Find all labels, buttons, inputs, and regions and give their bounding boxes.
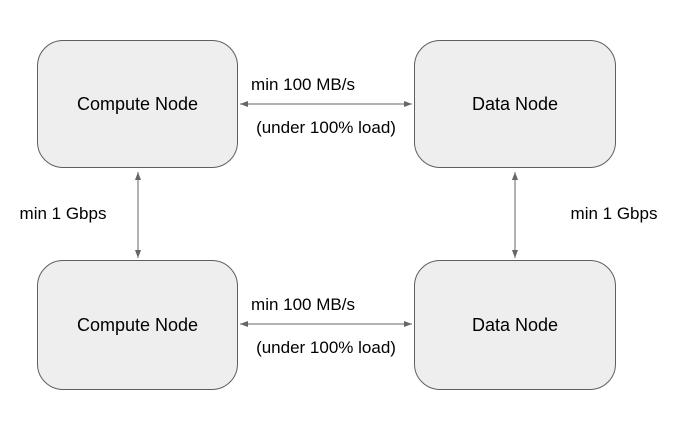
node-label: Compute Node (76, 93, 199, 114)
node-compute-bottom: Compute Node (37, 260, 238, 390)
edge-label-bottom-rate: min 100 MB/s (251, 295, 355, 314)
edge-label-left-rate: min 1 Gbps (19, 204, 107, 223)
node-compute-top: Compute Node (37, 40, 238, 168)
node-label: Data Node (471, 314, 559, 335)
node-data-bottom: Data Node (414, 260, 616, 390)
node-data-top: Data Node (414, 40, 616, 168)
node-label: Data Node (471, 93, 559, 114)
edge-label-top-condition: (under 100% load) (256, 118, 396, 137)
edge-label-bottom-condition: (under 100% load) (256, 338, 396, 357)
edge-label-right-rate: min 1 Gbps (570, 204, 658, 223)
node-label: Compute Node (76, 314, 199, 335)
edge-label-top-rate: min 100 MB/s (251, 75, 355, 94)
